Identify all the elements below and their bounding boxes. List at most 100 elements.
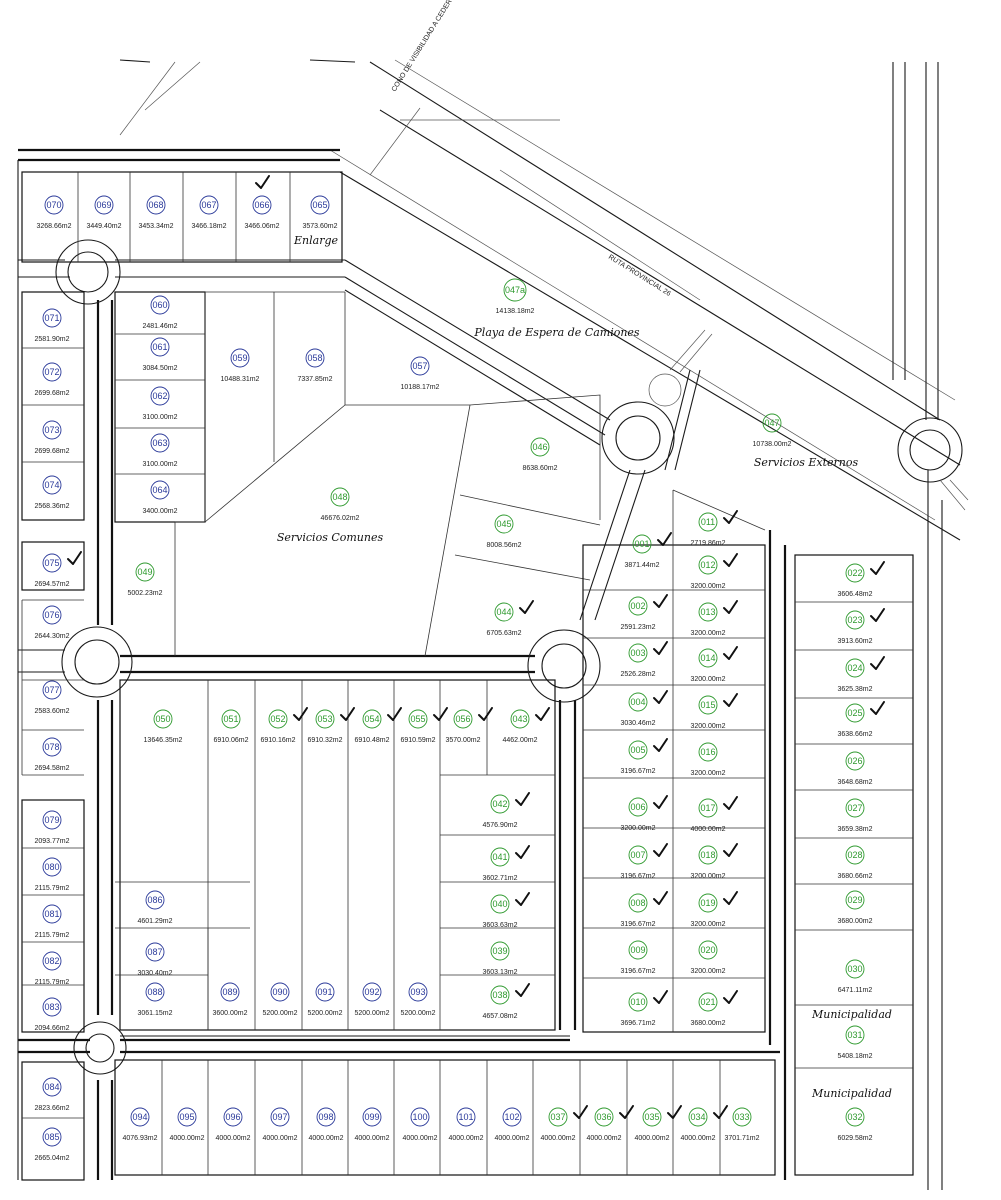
lot-040[interactable]: 0403603.63m2 — [482, 892, 530, 929]
lot-082[interactable]: 0822115.79m2 — [35, 951, 70, 986]
lot-024[interactable]: 0243625.38m2 — [837, 656, 885, 693]
lot-004[interactable]: 0043030.46m2 — [620, 690, 668, 727]
lot-026[interactable]: 0263648.68m2 — [837, 751, 873, 786]
lot-056[interactable]: 0563570.00m2 — [445, 707, 493, 744]
lot-086[interactable]: 0864601.29m2 — [137, 890, 173, 925]
lot-084[interactable]: 0842823.66m2 — [34, 1077, 70, 1112]
lot-100[interactable]: 1004000.00m2 — [402, 1107, 438, 1142]
lot-066[interactable]: 0663466.06m2 — [244, 175, 280, 230]
lot-054[interactable]: 0546910.48m2 — [354, 707, 402, 744]
lot-046[interactable]: 0468638.60m2 — [522, 437, 558, 472]
lot-011[interactable]: 0112719.86m2 — [690, 510, 738, 547]
lot-073[interactable]: 0732699.68m2 — [34, 420, 70, 455]
lot-064[interactable]: 0643400.00m2 — [142, 480, 178, 515]
lot-063[interactable]: 0633100.00m2 — [142, 433, 178, 468]
lot-036[interactable]: 0364000.00m2 — [586, 1105, 634, 1142]
lot-068[interactable]: 0683453.34m2 — [138, 195, 174, 230]
lot-098[interactable]: 0984000.00m2 — [308, 1107, 344, 1142]
lot-067[interactable]: 0673466.18m2 — [191, 195, 227, 230]
lot-057[interactable]: 05710188.17m2 — [401, 356, 440, 391]
lot-001[interactable]: 0013871.44m2 — [624, 532, 672, 569]
lot-102[interactable]: 1024000.00m2 — [494, 1107, 530, 1142]
lot-029[interactable]: 0293680.00m2 — [837, 890, 873, 925]
lot-003[interactable]: 0032526.28m2 — [620, 641, 668, 678]
lot-013[interactable]: 0133200.00m2 — [690, 600, 738, 637]
lot-072[interactable]: 0722699.68m2 — [34, 362, 70, 397]
lot-018[interactable]: 0183200.00m2 — [690, 843, 738, 880]
lot-015[interactable]: 0153200.00m2 — [690, 693, 738, 730]
lot-058[interactable]: 0587337.85m2 — [297, 348, 333, 383]
lot-035[interactable]: 0354000.00m2 — [634, 1105, 682, 1142]
lot-019[interactable]: 0193200.00m2 — [690, 891, 738, 928]
lot-095[interactable]: 0954000.00m2 — [169, 1107, 205, 1142]
lot-030[interactable]: 0306471.11m2 — [838, 959, 873, 994]
lot-099[interactable]: 0994000.00m2 — [354, 1107, 390, 1142]
lot-101[interactable]: 1014000.00m2 — [448, 1107, 484, 1142]
lot-014[interactable]: 0143200.00m2 — [690, 646, 738, 683]
lot-089[interactable]: 0893600.00m2 — [212, 982, 248, 1017]
lot-051[interactable]: 0516910.06m2 — [213, 709, 249, 744]
lot-053[interactable]: 0536910.32m2 — [307, 707, 355, 744]
lot-027[interactable]: 0273659.38m2 — [837, 798, 873, 833]
lot-097[interactable]: 0974000.00m2 — [262, 1107, 298, 1142]
lot-090[interactable]: 0905200.00m2 — [262, 982, 298, 1017]
lot-012[interactable]: 0123200.00m2 — [690, 553, 738, 590]
lot-017[interactable]: 0174000.00m2 — [690, 796, 738, 833]
lot-059[interactable]: 05910488.31m2 — [221, 348, 260, 383]
lot-081[interactable]: 0812115.79m2 — [35, 904, 70, 939]
lot-020[interactable]: 0203200.00m2 — [690, 940, 726, 975]
lot-093[interactable]: 0935200.00m2 — [400, 982, 436, 1017]
lot-031[interactable]: 0315408.18m2 — [837, 1025, 873, 1060]
lot-085[interactable]: 0852665.04m2 — [34, 1127, 70, 1162]
lot-034[interactable]: 0344000.00m2 — [680, 1105, 728, 1142]
lot-007[interactable]: 0073196.67m2 — [620, 843, 668, 880]
lot-042[interactable]: 0424576.90m2 — [482, 792, 530, 829]
lot-052[interactable]: 0526910.16m2 — [260, 707, 308, 744]
lot-005[interactable]: 0053196.67m2 — [620, 738, 668, 775]
lot-069[interactable]: 0693449.40m2 — [86, 195, 122, 230]
lot-096[interactable]: 0964000.00m2 — [215, 1107, 251, 1142]
lot-070[interactable]: 0703268.66m2 — [36, 195, 72, 230]
lot-045[interactable]: 0458008.56m2 — [486, 514, 522, 549]
lot-077[interactable]: 0772583.60m2 — [34, 680, 70, 715]
lot-055[interactable]: 0556910.59m2 — [400, 707, 448, 744]
lot-033[interactable]: 0333701.71m2 — [724, 1107, 760, 1142]
lot-092[interactable]: 0925200.00m2 — [354, 982, 390, 1017]
lot-075[interactable]: 0752694.57m2 — [34, 551, 82, 588]
lot-088[interactable]: 0883061.15m2 — [137, 982, 173, 1017]
lot-065[interactable]: 0653573.60m2 — [302, 195, 338, 230]
lot-010[interactable]: 0103696.71m2 — [620, 990, 668, 1027]
lot-080[interactable]: 0802115.79m2 — [35, 857, 70, 892]
lot-087[interactable]: 0873030.40m2 — [137, 942, 173, 977]
lot-049[interactable]: 0495002.23m2 — [127, 562, 163, 597]
lot-041[interactable]: 0413602.71m2 — [482, 845, 530, 882]
lot-039[interactable]: 0393603.13m2 — [482, 941, 518, 976]
lot-094[interactable]: 0944076.93m2 — [122, 1107, 158, 1142]
lot-048[interactable]: 04846676.02m2 — [321, 487, 360, 522]
lot-079[interactable]: 0792093.77m2 — [34, 810, 70, 845]
lot-032[interactable]: 0326029.58m2 — [837, 1107, 873, 1142]
lot-047[interactable]: 04710738.00m2 — [753, 413, 792, 448]
lot-091[interactable]: 0915200.00m2 — [307, 982, 343, 1017]
lot-023[interactable]: 0233913.60m2 — [837, 608, 885, 645]
lot-043[interactable]: 0434462.00m2 — [502, 707, 550, 744]
lot-016[interactable]: 0163200.00m2 — [690, 742, 726, 777]
lot-022[interactable]: 0223606.48m2 — [837, 561, 885, 598]
lot-002[interactable]: 0022591.23m2 — [620, 594, 668, 631]
lot-006[interactable]: 0063200.00m2 — [620, 795, 668, 832]
lot-078[interactable]: 0782694.58m2 — [34, 737, 70, 772]
lot-050[interactable]: 05013646.35m2 — [144, 709, 183, 744]
lot-062[interactable]: 0623100.00m2 — [142, 386, 178, 421]
lot-071[interactable]: 0712581.90m2 — [34, 308, 70, 343]
lot-038[interactable]: 0384657.08m2 — [482, 983, 530, 1020]
lot-037[interactable]: 0374000.00m2 — [540, 1105, 588, 1142]
lot-025[interactable]: 0253638.66m2 — [837, 701, 885, 738]
lot-083[interactable]: 0832094.66m2 — [34, 997, 70, 1032]
lot-074[interactable]: 0742568.36m2 — [34, 475, 70, 510]
lot-047a[interactable]: 047a14138.18m2 — [496, 278, 535, 315]
lot-009[interactable]: 0093196.67m2 — [620, 940, 656, 975]
lot-008[interactable]: 0083196.67m2 — [620, 891, 668, 928]
lot-061[interactable]: 0613084.50m2 — [142, 337, 178, 372]
lot-060[interactable]: 0602481.46m2 — [142, 295, 178, 330]
lot-021[interactable]: 0213680.00m2 — [690, 990, 738, 1027]
